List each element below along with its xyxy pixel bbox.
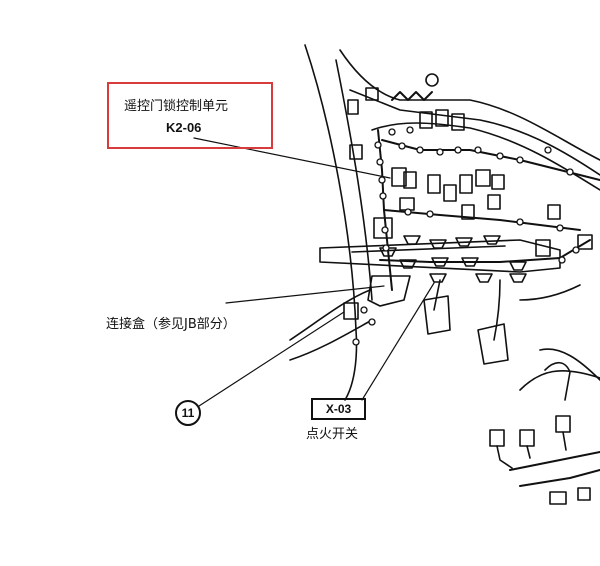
connector-m1 — [427, 174, 441, 194]
clip-5 — [483, 235, 501, 245]
clip-6 — [399, 259, 417, 269]
center-console — [539, 348, 600, 381]
pedal-arm-2 — [493, 279, 501, 341]
connector-m3 — [459, 174, 473, 194]
connector-top-3 — [349, 144, 363, 160]
connector-number-circle: 11 — [175, 400, 201, 426]
connector-r6 — [535, 239, 551, 257]
callout-title: 遥控门锁控制单元 — [124, 99, 229, 114]
connector-r3 — [451, 113, 465, 131]
floor-connector-2 — [519, 429, 535, 447]
leader-x03 — [361, 282, 435, 401]
dash-upper-frame-inner — [349, 89, 600, 176]
floor-wire-3 — [562, 431, 567, 451]
dash-rim — [371, 122, 600, 191]
clip-12 — [509, 273, 527, 283]
connector-m2 — [443, 184, 457, 202]
pedal-pad-2 — [477, 323, 509, 365]
seat-outline — [519, 284, 581, 301]
connector-jb — [343, 302, 359, 320]
clip-11 — [509, 261, 527, 271]
floor-wire-2 — [526, 445, 531, 459]
connector-m4 — [475, 169, 491, 187]
connector-top-2 — [365, 87, 379, 101]
a-pillar-outline — [304, 44, 358, 401]
floor-connector-5 — [577, 487, 591, 501]
dash-upper-frame — [339, 49, 600, 161]
clip-3 — [429, 239, 447, 249]
callout-code: K2-06 — [166, 120, 202, 135]
leader-jb — [225, 285, 385, 304]
connector-r5 — [577, 234, 593, 250]
a-pillar-inner — [335, 59, 373, 301]
pedal-pad-1 — [423, 295, 451, 335]
pedal-arm-1 — [433, 279, 441, 311]
connector-top-1 — [347, 99, 359, 115]
connector-m7 — [487, 194, 501, 210]
center-console-2 — [519, 370, 600, 391]
floor-harness-2 — [519, 469, 600, 487]
clip-7 — [431, 257, 449, 267]
clip-1 — [379, 247, 397, 257]
left-body-panel-lower — [289, 319, 373, 361]
harness-trunk-low — [379, 239, 591, 263]
leader-k206 — [193, 137, 391, 179]
connector-m6 — [461, 204, 475, 220]
clip-10 — [475, 273, 493, 283]
grommet — [425, 73, 439, 87]
connector-r2 — [435, 109, 449, 127]
floor-connector-4 — [549, 491, 567, 505]
twisted-harness — [391, 91, 433, 101]
floor-wire-1 — [496, 445, 513, 469]
connector-k206b — [403, 171, 417, 189]
clip-9 — [429, 273, 447, 283]
steering-bracket-inner — [351, 245, 506, 253]
floor-harness — [509, 451, 600, 471]
ignition-switch-label: 点火开关 — [306, 427, 359, 442]
clip-8 — [461, 257, 479, 267]
floor-connector-1 — [489, 429, 505, 447]
junction-box — [367, 275, 411, 307]
clip-4 — [455, 237, 473, 247]
connector-k206 — [391, 167, 407, 187]
harness-trunk-mid — [383, 209, 581, 231]
harness-beads — [352, 126, 580, 346]
connector-r1 — [419, 111, 433, 129]
steering-bracket — [319, 239, 561, 273]
callout-highlight-box — [107, 82, 273, 149]
ignition-switch-code-box: X-03 — [311, 398, 366, 420]
junction-panel — [373, 217, 393, 239]
connector-l1 — [399, 197, 415, 211]
junction-box-label: 连接盒（参见JB部分） — [106, 317, 236, 332]
clip-2 — [403, 235, 421, 245]
connector-m5 — [491, 174, 505, 190]
console-curve — [544, 361, 571, 401]
left-body-panel — [289, 289, 371, 341]
connector-r4 — [547, 204, 561, 220]
leader-11 — [198, 311, 345, 407]
floor-connector-3 — [555, 415, 571, 433]
